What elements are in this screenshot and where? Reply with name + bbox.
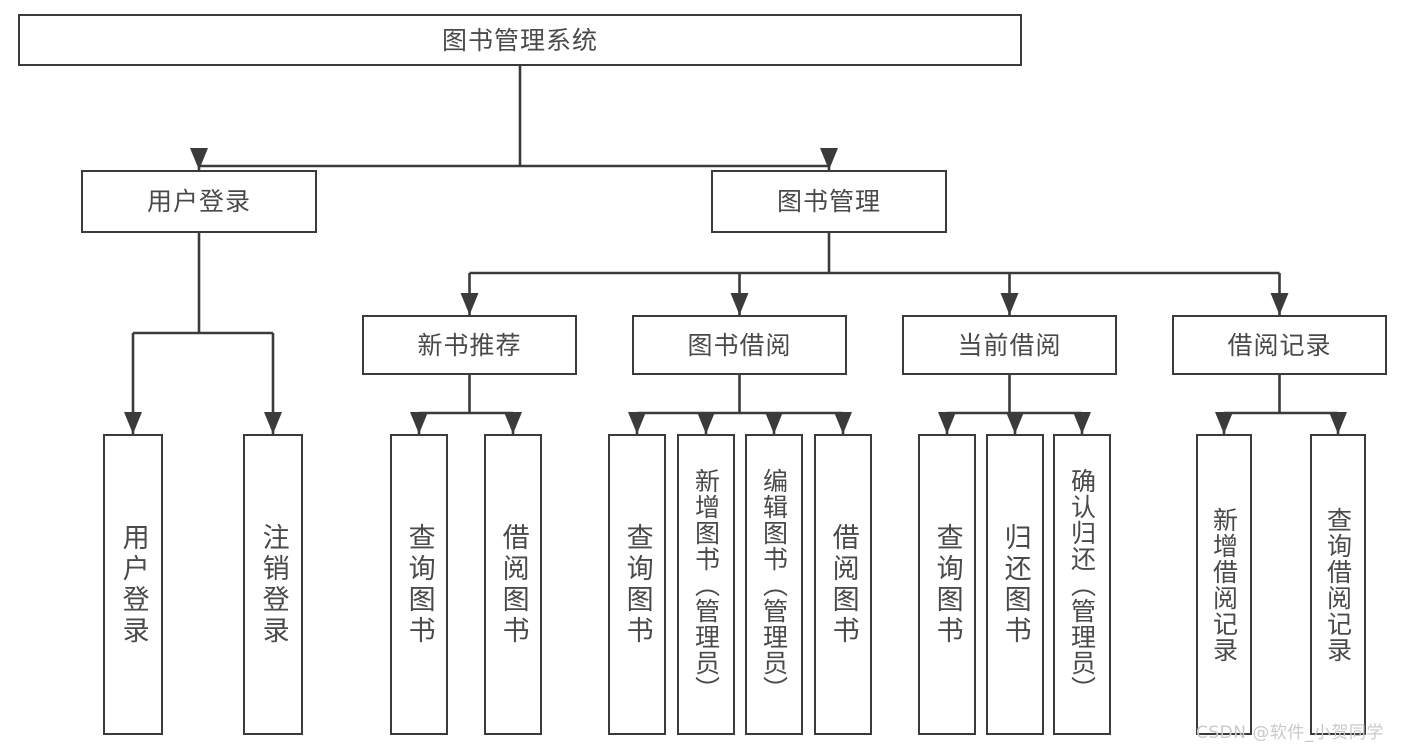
watermark-text: CSDN @软件_小贺同学 <box>1196 723 1384 743</box>
arrow-head-icon <box>938 412 956 434</box>
arrow-head-icon <box>834 412 852 434</box>
arrow-head-icon <box>504 412 522 434</box>
node-root[interactable]: 图书管理系统 <box>18 14 1022 66</box>
node-bookmgmt[interactable]: 图书管理 <box>711 170 947 233</box>
node-label: 用户登录 <box>117 522 149 647</box>
arrow-head-icon <box>124 412 142 434</box>
node-leaf-new-2[interactable]: 借阅图书 <box>484 434 542 735</box>
arrow-head-icon <box>1000 293 1019 315</box>
arrow-head-icon <box>1215 412 1233 434</box>
arrow-head-icon <box>820 148 838 170</box>
node-label: 归还图书 <box>999 522 1031 647</box>
node-label: 查询图书 <box>931 522 963 647</box>
node-label: 图书管理系统 <box>441 25 598 55</box>
arrow-head-icon <box>410 412 428 434</box>
node-label: 查询图书 <box>403 522 435 647</box>
node-leaf-new-1[interactable]: 查询图书 <box>390 434 448 735</box>
node-leaf-cur-2[interactable]: 归还图书 <box>986 434 1044 735</box>
node-label: 借阅图书 <box>827 522 859 647</box>
node-leaf-cur-3[interactable]: 确认归还（管理员） <box>1053 434 1111 735</box>
node-leaf-borrow-3[interactable]: 编辑图书（管理员） <box>745 434 803 735</box>
node-label: 当前借阅 <box>957 330 1062 360</box>
node-label: 新书推荐 <box>417 330 522 360</box>
node-label: 图书管理 <box>776 187 881 216</box>
node-leaf-login-1[interactable]: 用户登录 <box>103 434 163 735</box>
node-borrow[interactable]: 图书借阅 <box>632 315 847 375</box>
arrow-head-icon <box>1329 412 1347 434</box>
arrow-head-icon <box>190 148 208 170</box>
node-label: 注销登录 <box>257 522 289 647</box>
node-login[interactable]: 用户登录 <box>81 170 317 233</box>
node-label: 用户登录 <box>146 187 251 216</box>
arrow-head-icon <box>1006 412 1024 434</box>
arrow-head-icon <box>697 412 715 434</box>
node-label: 编辑图书（管理员） <box>759 467 789 702</box>
node-leaf-rec-2[interactable]: 查询借阅记录 <box>1310 434 1366 735</box>
node-label: 查询借阅记录 <box>1323 506 1353 663</box>
node-leaf-cur-1[interactable]: 查询图书 <box>918 434 976 735</box>
node-label: 借阅图书 <box>497 522 529 647</box>
node-leaf-borrow-2[interactable]: 新增图书（管理员） <box>677 434 735 735</box>
node-leaf-borrow-1[interactable]: 查询图书 <box>608 434 666 735</box>
arrow-head-icon <box>730 293 749 315</box>
node-label: 新增图书（管理员） <box>691 467 721 702</box>
arrow-head-icon <box>765 412 783 434</box>
node-label: 查询图书 <box>621 522 653 647</box>
node-label: 确认归还（管理员） <box>1067 467 1097 702</box>
node-leaf-rec-1[interactable]: 新增借阅记录 <box>1196 434 1252 735</box>
node-leaf-borrow-4[interactable]: 借阅图书 <box>814 434 872 735</box>
node-leaf-login-2[interactable]: 注销登录 <box>243 434 303 735</box>
arrow-head-icon <box>264 412 282 434</box>
arrow-head-icon <box>1073 412 1091 434</box>
node-label: 图书借阅 <box>687 330 792 360</box>
arrow-head-icon <box>460 293 479 315</box>
arrow-head-icon <box>628 412 646 434</box>
node-label: 新增借阅记录 <box>1209 506 1239 663</box>
arrow-head-icon <box>1270 293 1289 315</box>
node-newbook[interactable]: 新书推荐 <box>362 315 577 375</box>
node-label: 借阅记录 <box>1227 330 1332 360</box>
node-records[interactable]: 借阅记录 <box>1172 315 1387 375</box>
node-current[interactable]: 当前借阅 <box>902 315 1117 375</box>
